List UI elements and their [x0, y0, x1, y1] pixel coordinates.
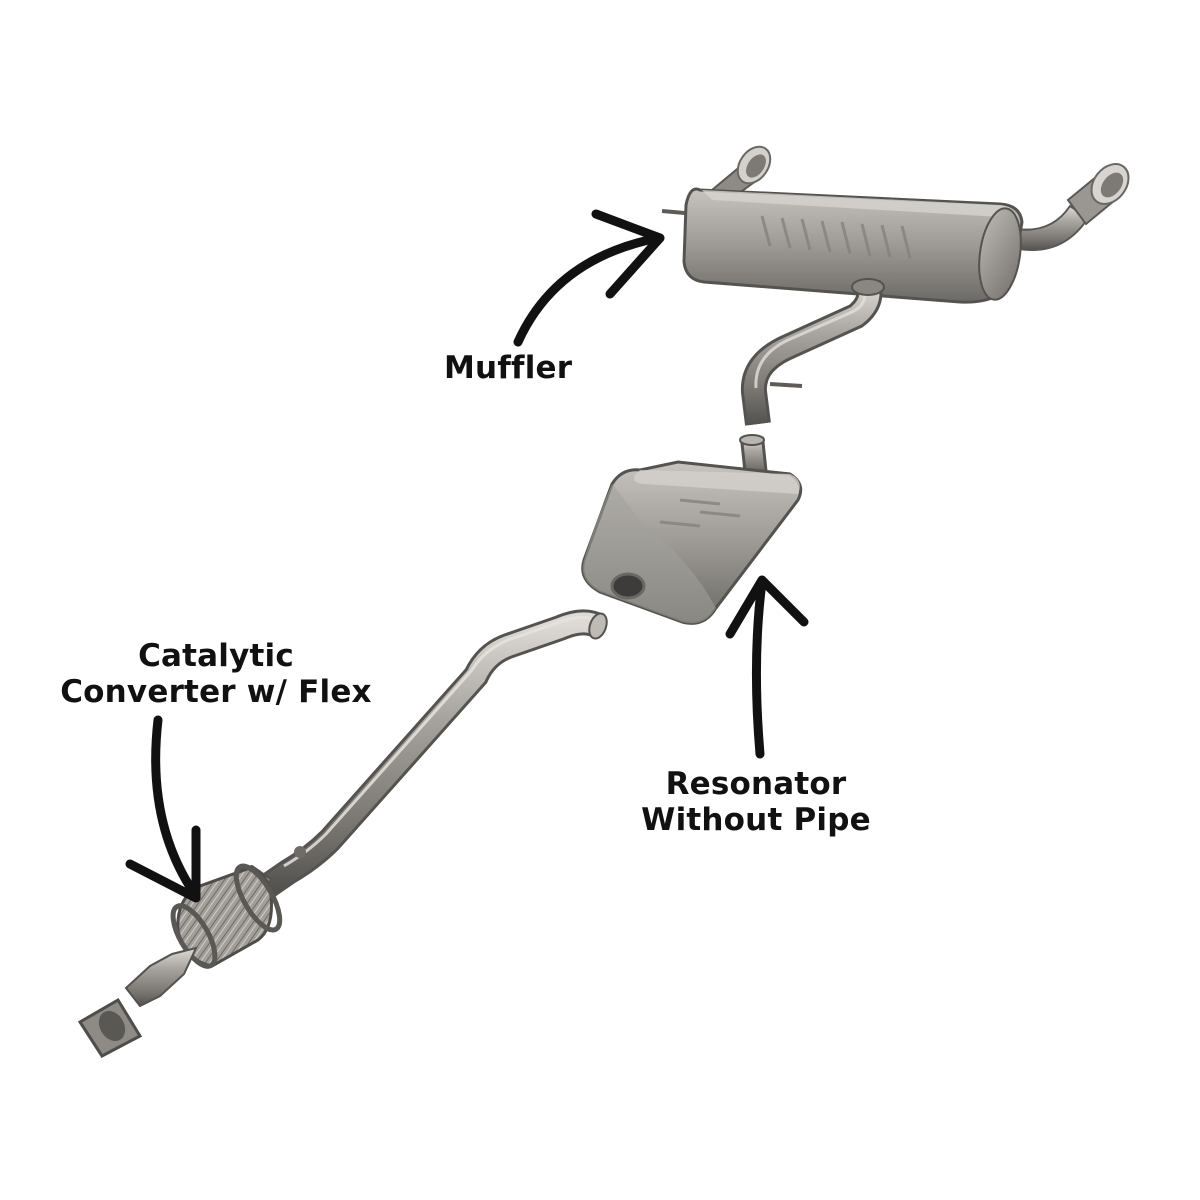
muffler-label-text: Muffler — [444, 350, 573, 386]
resonator-label-line2: Without Pipe — [641, 802, 871, 838]
resonator-label: Resonator Without Pipe — [616, 766, 896, 838]
muffler-arrow — [513, 209, 665, 347]
catalytic-converter-icon — [77, 609, 608, 1058]
muffler-right-tip — [1008, 163, 1130, 251]
resonator-icon — [581, 434, 803, 625]
catalytic-arrow — [125, 715, 201, 903]
muffler-icon — [661, 145, 1130, 426]
resonator-label-line1: Resonator — [665, 766, 847, 802]
muffler-label: Muffler — [444, 350, 572, 386]
catalytic-label-line1: Catalytic — [138, 638, 294, 674]
catalytic-converter-label: Catalytic Converter w/ Flex — [40, 638, 392, 710]
flex-section — [170, 863, 283, 969]
muffler-body — [682, 187, 1024, 304]
catalytic-label-line2: Converter w/ Flex — [60, 674, 372, 710]
resonator-arrow — [725, 575, 809, 759]
